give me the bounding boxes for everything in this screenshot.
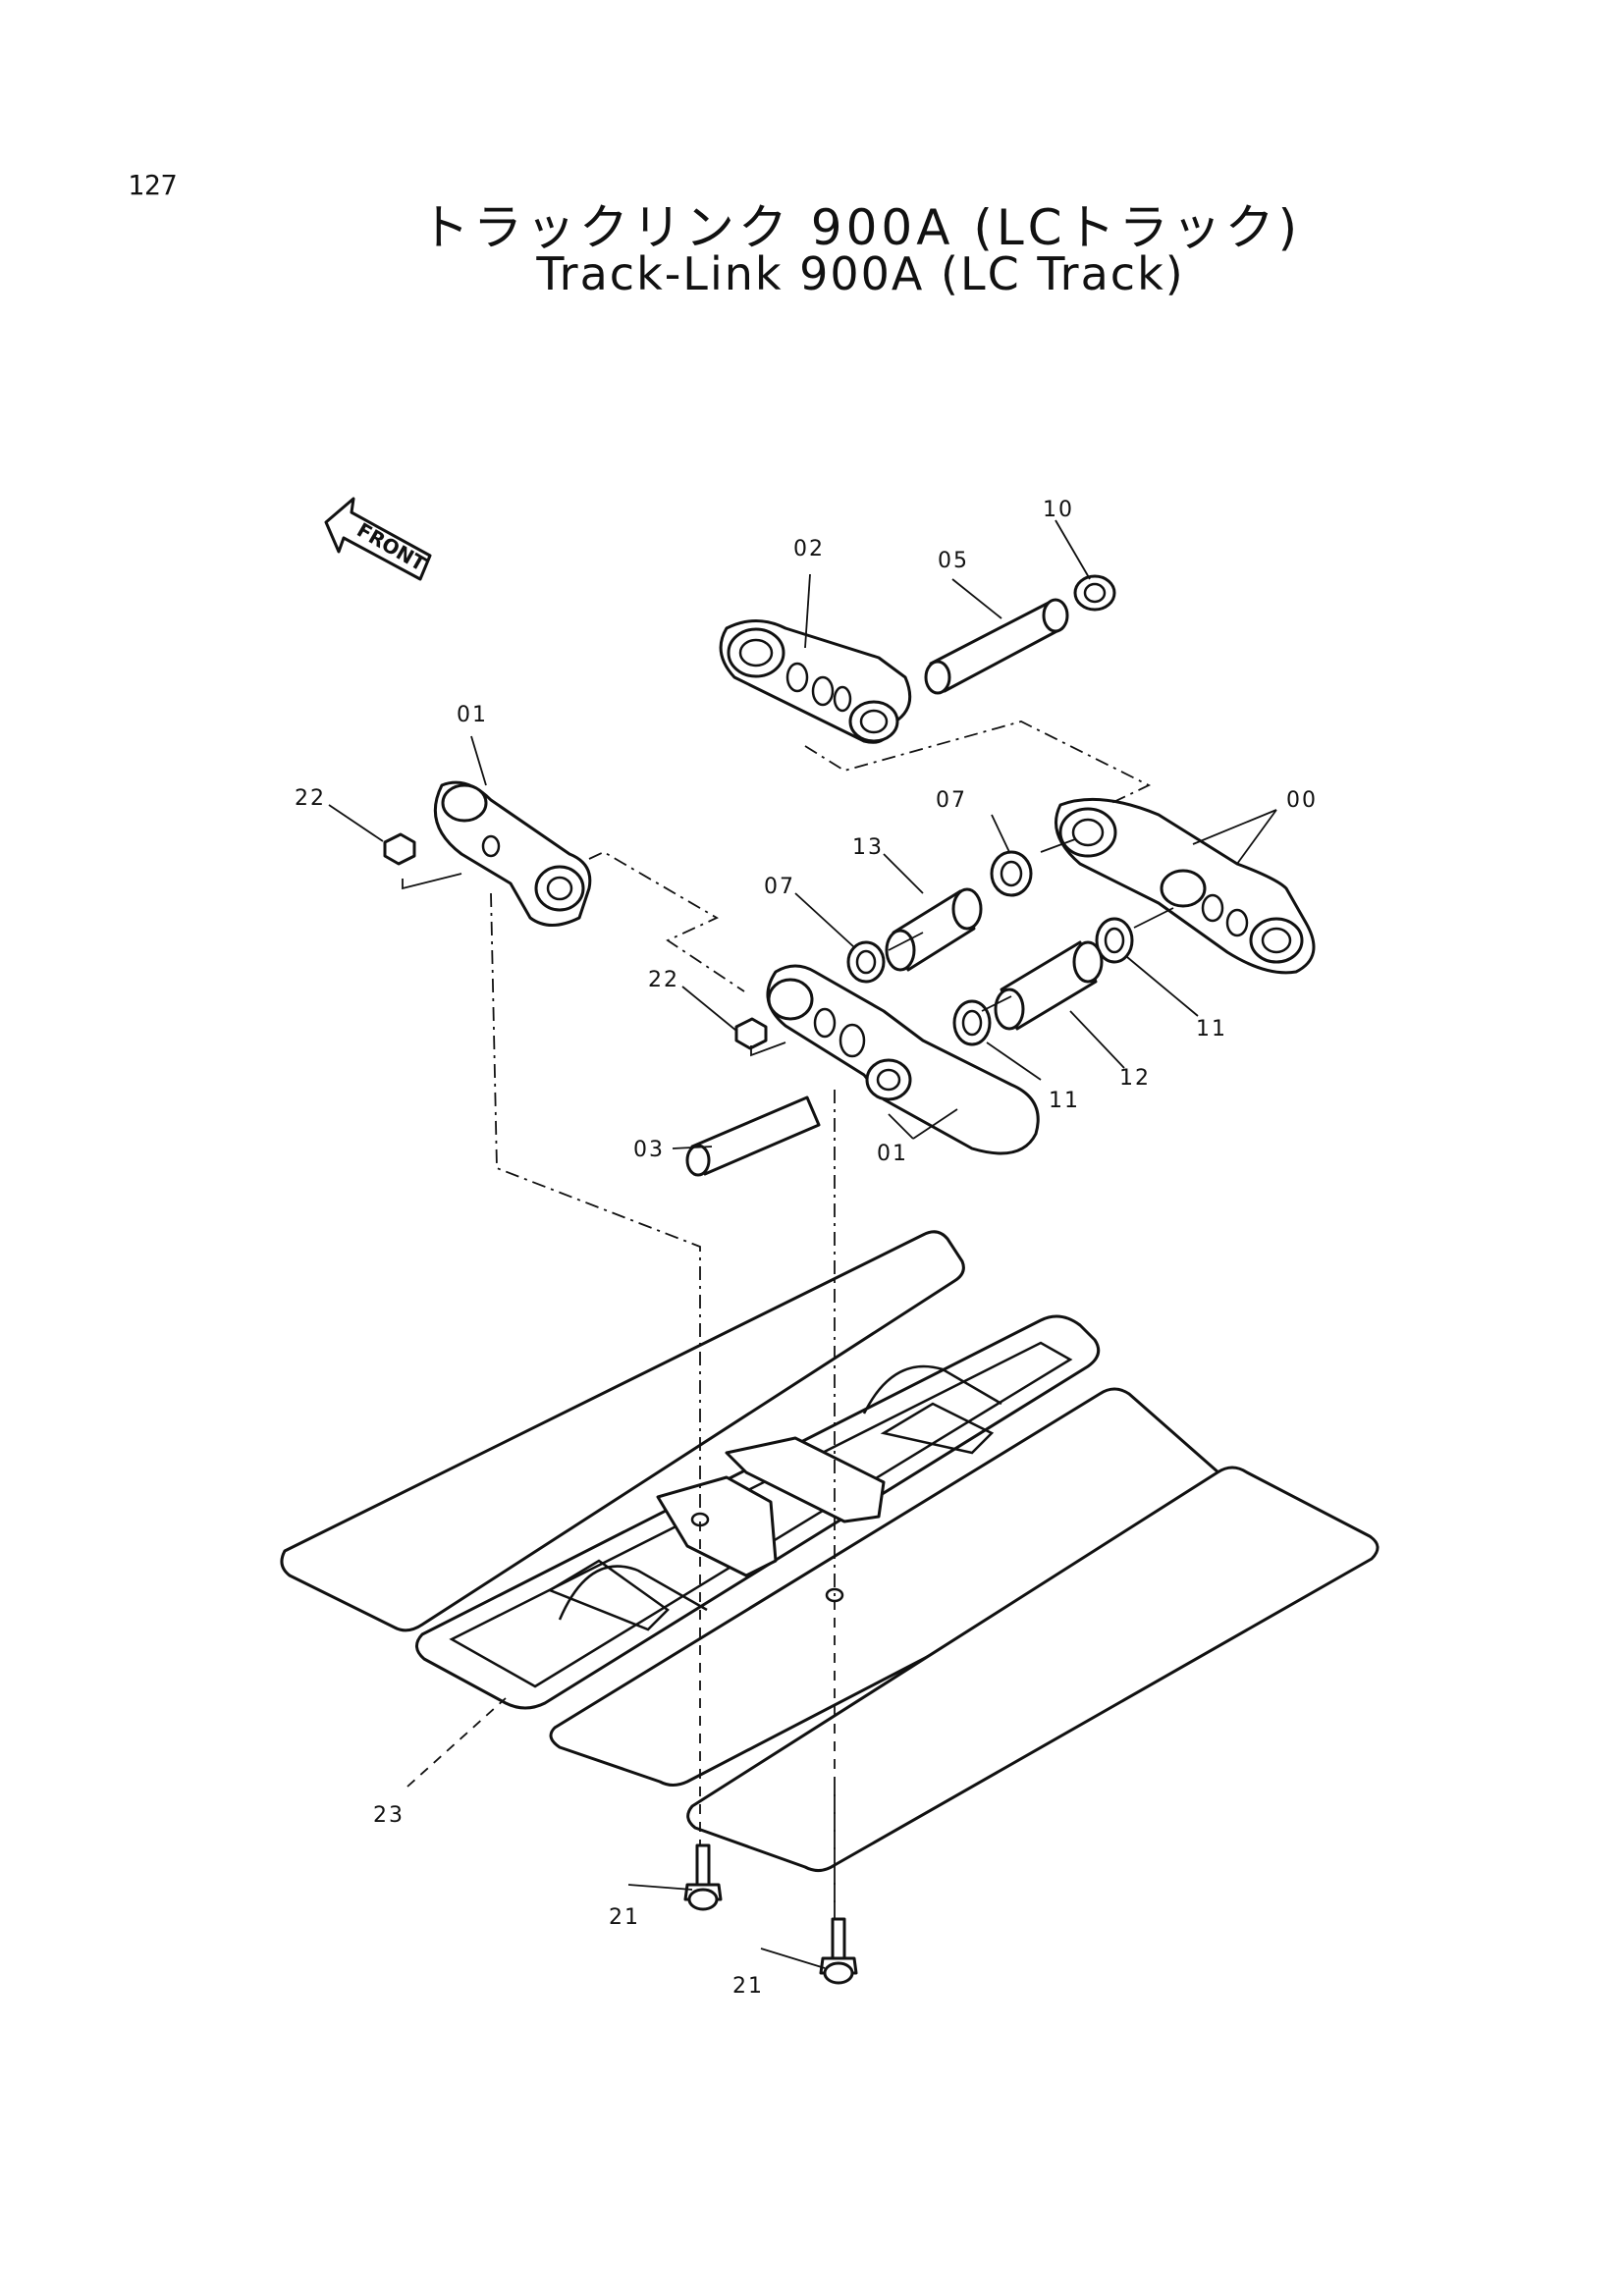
callout-23: 23	[373, 1803, 405, 1828]
bolt-21-left	[683, 1843, 723, 1911]
link-02	[719, 619, 912, 744]
callout-leaders	[328, 519, 1277, 1969]
callout-22-lower: 22	[648, 968, 679, 992]
snap-ring-10	[1073, 574, 1116, 612]
callout-10: 10	[1043, 498, 1074, 522]
nut-22-upper	[383, 832, 416, 866]
callout-labels: 10 02 05 01 22 07 00 13 07 22 11 12 11 0…	[295, 498, 1318, 1999]
seal-11-upper	[1095, 917, 1134, 964]
callout-03: 03	[633, 1138, 665, 1162]
link-01-lower	[766, 964, 1040, 1155]
shoe-center	[415, 1314, 1101, 1710]
pin-05	[924, 598, 1069, 695]
callout-01-upper: 01	[457, 703, 488, 727]
link-01-left	[433, 780, 592, 927]
callout-22-upper: 22	[295, 786, 326, 811]
title-japanese: トラックリンク 900A (LCトラック)	[419, 199, 1302, 256]
assembly-lines	[402, 721, 1174, 1919]
callout-11-upper: 11	[1196, 1017, 1227, 1041]
callout-02: 02	[793, 537, 825, 561]
seal-07-upper	[990, 850, 1033, 897]
title-english: Track-Link 900A (LC Track)	[536, 247, 1185, 300]
bushing-13	[885, 887, 983, 972]
callout-07-upper: 07	[936, 788, 967, 813]
bushing-12	[994, 940, 1104, 1031]
seal-11-lower	[952, 999, 992, 1046]
callout-11-lower: 11	[1049, 1089, 1080, 1113]
front-arrow-icon: FRONT	[324, 497, 432, 581]
callout-00: 00	[1286, 788, 1318, 813]
seal-07-lower	[846, 940, 886, 984]
callout-21-right: 21	[732, 1974, 764, 1999]
callout-01-lower: 01	[877, 1142, 908, 1166]
nut-22-lower	[734, 1017, 768, 1050]
link-00	[1055, 797, 1316, 975]
callout-21-left: 21	[609, 1905, 640, 1930]
shoe-plate-left	[280, 1230, 965, 1632]
callout-05: 05	[938, 549, 969, 573]
shoe-plate-front	[686, 1466, 1380, 1872]
pin-03	[685, 1095, 821, 1177]
bolt-21-right	[819, 1917, 858, 1985]
callout-13: 13	[852, 835, 884, 860]
page-number: 127	[128, 169, 178, 201]
callout-12: 12	[1119, 1066, 1151, 1091]
callout-07-lower: 07	[764, 875, 795, 899]
